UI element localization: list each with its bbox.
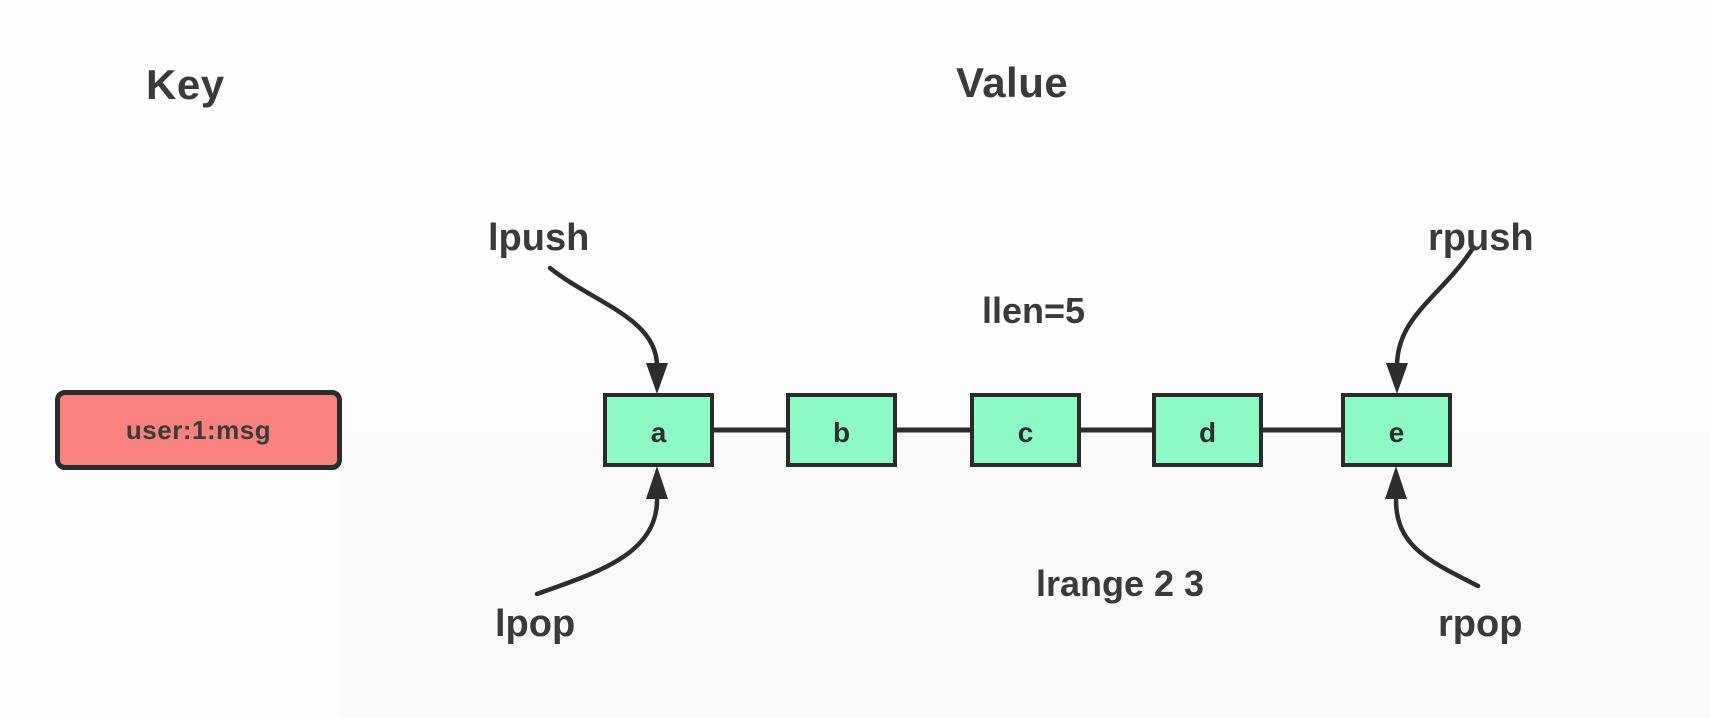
list-node-e-label: e	[1388, 417, 1405, 448]
list-node-b-label: b	[832, 417, 851, 448]
list-node-d-label: d	[1198, 417, 1217, 448]
lpush-arrowhead-icon	[646, 363, 668, 394]
lpush-label: lpush	[488, 217, 590, 259]
list-node-d: d	[1152, 393, 1263, 467]
rpush-arrowhead-icon	[1386, 363, 1408, 394]
key-box-label: user:1:msg	[125, 414, 272, 445]
list-node-a: a	[603, 393, 714, 467]
lpop-arrowhead-icon	[646, 466, 668, 499]
list-node-c: c	[970, 393, 1081, 467]
list-node-a-label: a	[650, 417, 667, 448]
llen-annotation: llen=5	[982, 290, 1086, 331]
rpop-label: rpop	[1438, 603, 1523, 645]
lpush-arrow	[547, 265, 660, 369]
lpop-arrow	[534, 497, 660, 597]
background-shade	[340, 432, 1710, 718]
list-node-b: b	[786, 393, 897, 467]
key-column-header: Key	[146, 61, 225, 108]
rpush-arrow	[1394, 245, 1476, 369]
list-node-e: e	[1341, 393, 1452, 467]
key-box: user:1:msg	[55, 390, 342, 470]
rpop-arrowhead-icon	[1385, 466, 1407, 499]
lrange-annotation: lrange 2 3	[1036, 563, 1205, 604]
value-column-header: Value	[956, 59, 1069, 106]
rpop-arrow	[1393, 497, 1481, 589]
lpop-label: lpop	[495, 603, 576, 645]
rpush-label: rpush	[1428, 217, 1534, 259]
list-node-c-label: c	[1017, 417, 1034, 448]
